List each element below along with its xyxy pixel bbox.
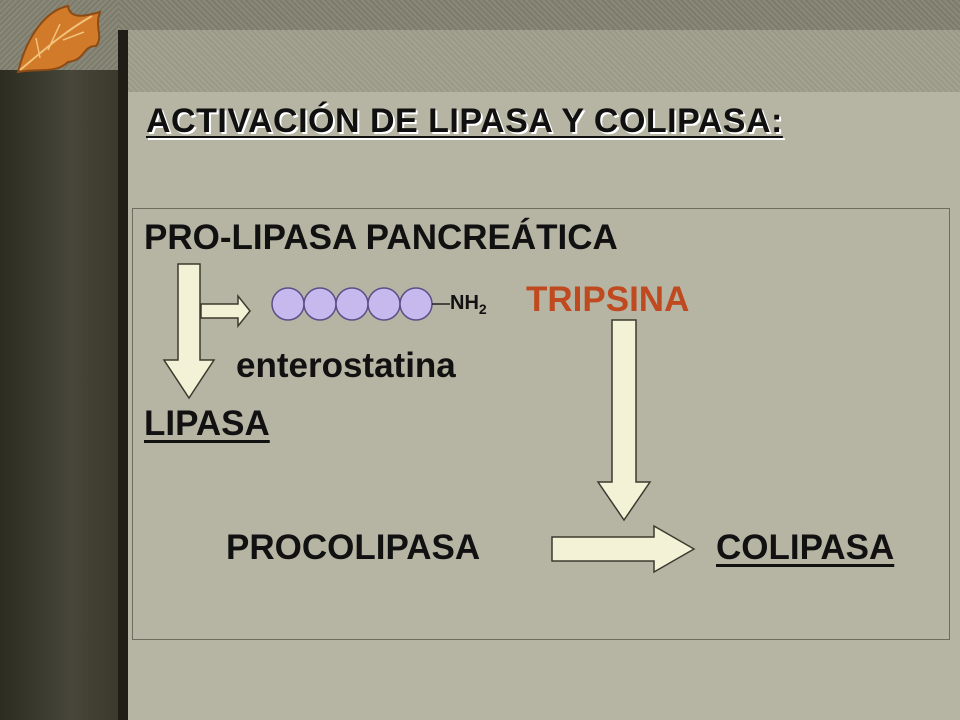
right-arrow-colipasa [551, 524, 696, 574]
nh2-label: NH2 [450, 292, 487, 317]
panel-left-border [118, 30, 128, 720]
slide-panel: ACTIVACIÓN DE LIPASA Y COLIPASA: PRO-LIP… [128, 30, 960, 720]
right-arrow-small [200, 293, 251, 329]
tripsina-label: TRIPSINA [526, 280, 690, 319]
nh2-main: NH [450, 292, 479, 314]
down-arrow-left [162, 263, 216, 400]
diagram-graphics [162, 263, 696, 574]
leaf-icon [16, 4, 102, 74]
down-arrow-tripsina [596, 319, 652, 522]
colipasa-label: COLIPASA [716, 528, 895, 567]
slide-title: ACTIVACIÓN DE LIPASA Y COLIPASA: [146, 102, 783, 140]
top-texture-band [0, 0, 960, 30]
nh2-subscript: 2 [478, 301, 487, 317]
enterostatina-label: enterostatina [236, 346, 456, 385]
left-decorative-strip [0, 30, 118, 720]
content-box [132, 208, 950, 640]
panel-top-texture [128, 30, 960, 92]
peptide-chain-icon [271, 287, 450, 321]
procolipasa-label: PROCOLIPASA [226, 528, 481, 567]
prolipasa-label: PRO-LIPASA PANCREÁTICA [144, 218, 618, 257]
lipasa-label: LIPASA [144, 404, 270, 443]
